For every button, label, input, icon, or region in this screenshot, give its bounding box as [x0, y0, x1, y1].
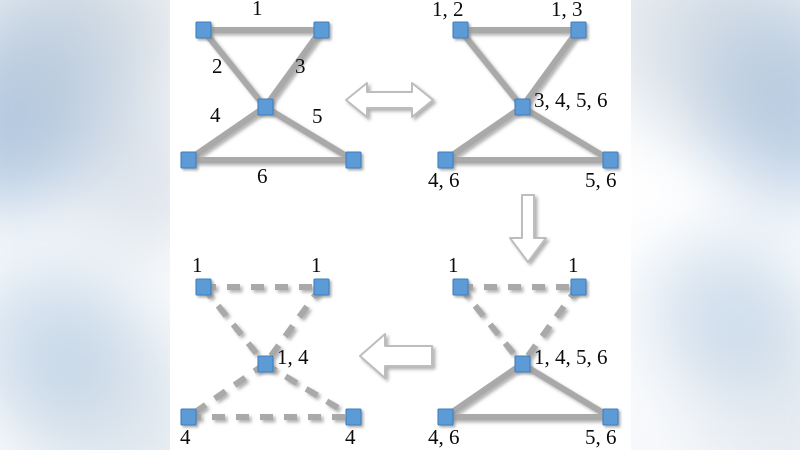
- label-tr-top-right: 1, 3: [551, 0, 583, 21]
- blurred-backdrop-left: [0, 0, 170, 450]
- label-br-top-left: 1: [448, 253, 459, 277]
- node-top-left: [452, 21, 469, 39]
- label-br-bottom-right: 5, 6: [585, 425, 617, 449]
- node-bottom-right: [602, 151, 619, 169]
- panel-top-left-edges: [186, 27, 355, 163]
- node-bottom-right: [345, 151, 362, 169]
- edge-bottom-right-upper-left: [457, 285, 525, 366]
- node-center: [257, 98, 274, 116]
- arrow-left: [359, 333, 433, 379]
- edge-top-left-2: [200, 28, 268, 109]
- edge-top-right-lower-left: [443, 104, 524, 163]
- label-br-top-right: 1: [568, 253, 579, 277]
- diagram-content-area: 1 2 3 4 5 6 1, 2 1, 3 3, 4, 5, 6 4, 6 5,…: [170, 0, 631, 450]
- label-br-center: 1, 4, 5, 6: [534, 345, 608, 369]
- panel-top-right-edges: [443, 27, 612, 163]
- panel-top-right-nodes: [437, 21, 619, 169]
- label-bl-top-right: 1: [311, 253, 322, 277]
- arrow-group: [345, 82, 547, 379]
- edge-top-right-lower-right: [520, 104, 612, 163]
- node-center: [257, 355, 274, 373]
- arrow-down: [509, 194, 547, 263]
- node-bottom-left: [437, 408, 454, 426]
- node-bottom-left: [437, 151, 454, 169]
- node-top-left: [195, 21, 212, 39]
- node-center: [514, 98, 531, 116]
- node-bottom-left: [180, 408, 197, 426]
- panel-bottom-right-edges: [443, 284, 612, 420]
- node-bottom-right: [345, 408, 362, 426]
- panel-bottom-left-nodes: [180, 278, 362, 426]
- double-headed-arrow-right-left: [345, 82, 434, 118]
- edge-bottom-left-upper-right: [262, 285, 324, 366]
- node-top-left: [195, 278, 212, 296]
- label-edge-1: 1: [252, 0, 263, 20]
- edge-top-right-upper-right: [519, 28, 581, 109]
- label-bl-top-left: 1: [192, 253, 203, 277]
- node-top-right: [313, 278, 330, 296]
- edge-bottom-right-lower-left: [443, 361, 524, 420]
- label-br-bottom-left: 4, 6: [428, 425, 460, 449]
- node-top-right: [570, 278, 587, 296]
- node-bottom-right: [602, 408, 619, 426]
- edge-top-left-3: [262, 28, 324, 109]
- node-top-right: [570, 21, 587, 39]
- edge-top-right-upper-left: [457, 28, 525, 109]
- label-bl-bottom-left: 4: [180, 425, 191, 449]
- panel-bottom-right-nodes: [437, 278, 619, 426]
- node-center: [514, 355, 531, 373]
- label-edge-3: 3: [295, 54, 306, 78]
- label-bl-center: 1, 4: [277, 345, 309, 369]
- edge-bottom-left-lower-left: [186, 361, 267, 420]
- node-top-left: [452, 278, 469, 296]
- edge-bottom-left-upper-left: [200, 285, 268, 366]
- label-edge-5: 5: [312, 104, 323, 128]
- edge-bottom-right-lower-right: [520, 361, 612, 420]
- label-tr-bottom-right: 5, 6: [585, 168, 617, 192]
- label-tr-bottom-left: 4, 6: [428, 168, 460, 192]
- node-top-right: [313, 21, 330, 39]
- diagram-svg: [180, 21, 619, 426]
- blurred-backdrop-right-fill: [631, 0, 800, 450]
- edge-bottom-left-lower-right: [263, 361, 355, 420]
- blurred-backdrop-left-fill: [0, 0, 170, 450]
- label-edge-4: 4: [210, 103, 221, 127]
- label-edge-6: 6: [257, 164, 268, 188]
- node-bottom-left: [180, 151, 197, 169]
- edge-bottom-right-upper-right: [519, 285, 581, 366]
- edge-top-left-4: [186, 104, 267, 163]
- label-edge-2: 2: [212, 54, 223, 78]
- label-tr-top-left: 1, 2: [432, 0, 464, 21]
- blurred-backdrop-right: [631, 0, 800, 450]
- label-tr-center: 3, 4, 5, 6: [534, 88, 608, 112]
- panel-bottom-left-edges: [186, 284, 355, 420]
- edge-top-left-5: [263, 104, 355, 163]
- panel-top-left-nodes: [180, 21, 362, 169]
- label-bl-bottom-right: 4: [345, 425, 356, 449]
